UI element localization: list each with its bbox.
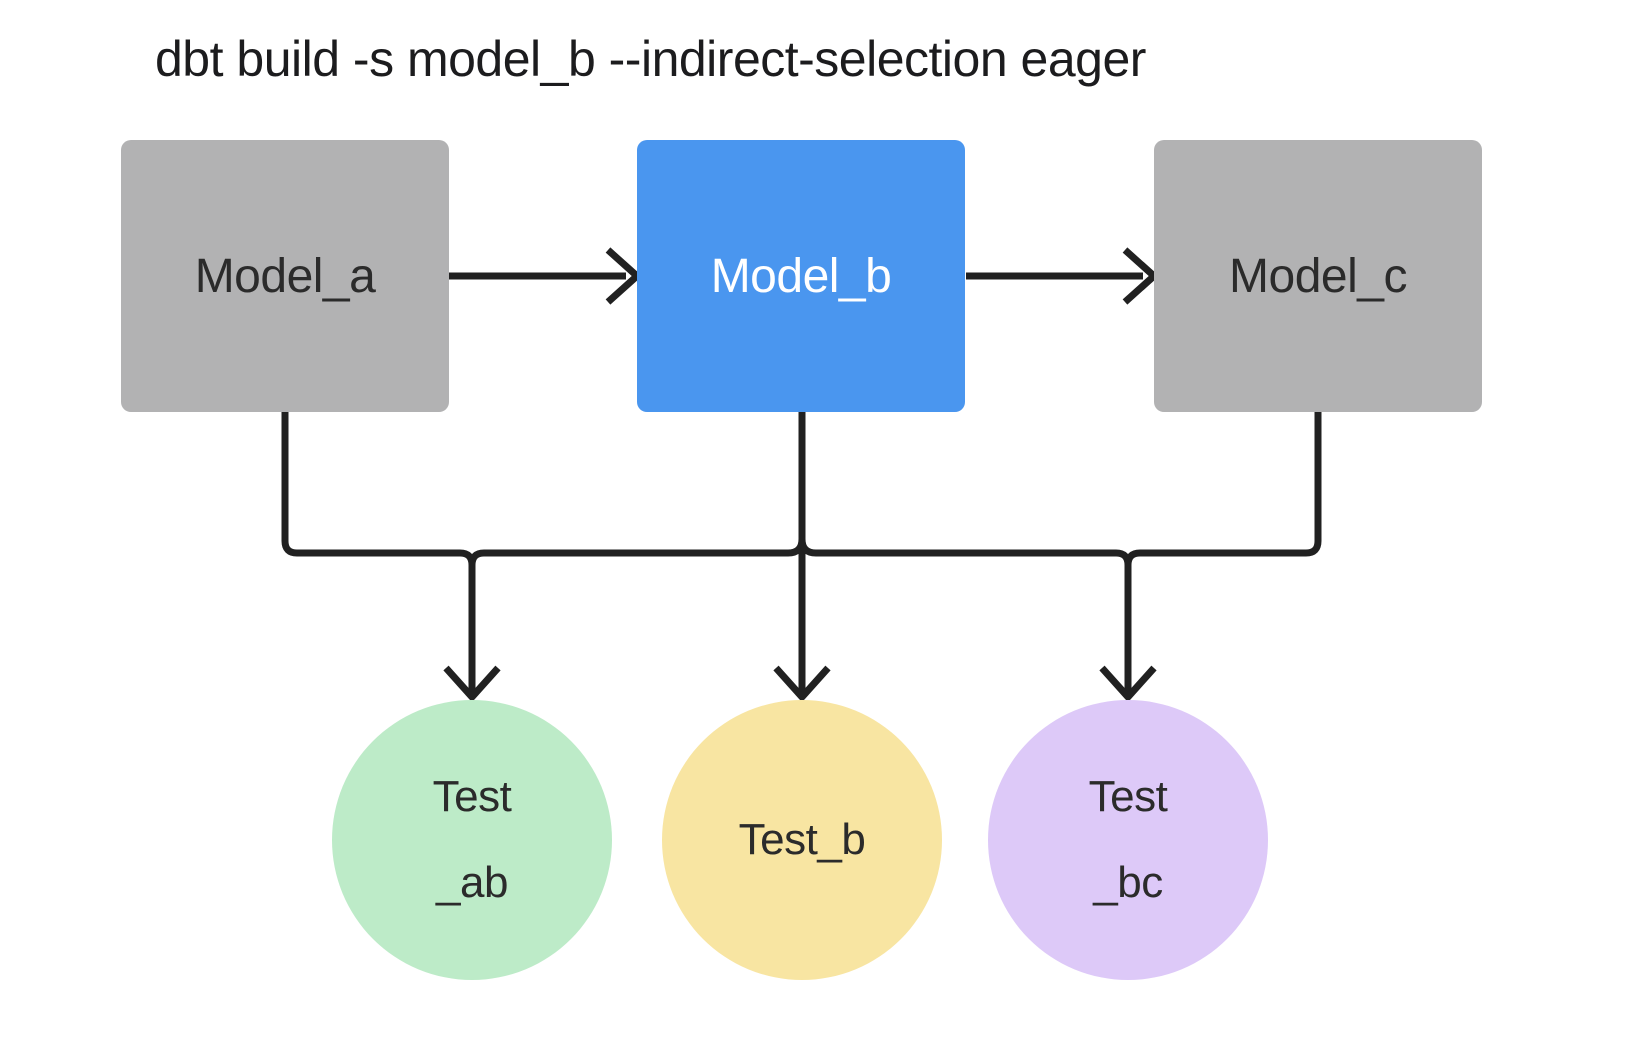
node-test-bc: Test _bc: [988, 700, 1268, 980]
arrowhead-model-b-icon: [605, 247, 641, 305]
node-test-ab-label-line1: Test: [432, 772, 512, 821]
node-model-b: Model_b: [637, 140, 965, 412]
diagram-title: dbt build -s model_b --indirect-selectio…: [155, 31, 1146, 87]
node-test-b-label: Test_b: [738, 815, 866, 864]
arrowhead-model-c-icon: [1122, 247, 1158, 305]
edge-model-a-to-test-ab: [281, 410, 476, 692]
node-model-a: Model_a: [121, 140, 449, 412]
arrowhead-test-b-icon: [773, 665, 831, 701]
edge-model-c-to-test-bc: [1124, 410, 1322, 692]
node-model-c: Model_c: [1154, 140, 1482, 412]
arrowhead-test-ab-icon: [443, 665, 501, 701]
node-test-ab: Test _ab: [332, 700, 612, 980]
node-model-b-label: Model_b: [710, 249, 892, 303]
edge-model-b-to-test-ab: [468, 538, 806, 692]
node-test-b: Test_b: [662, 700, 942, 980]
node-test-ab-label-line2: _ab: [436, 858, 508, 907]
node-model-a-label: Model_a: [194, 249, 376, 303]
edge-model-b-to-test-bc: [798, 538, 1132, 692]
node-test-bc-label-line2: _bc: [1093, 858, 1163, 907]
node-model-c-label: Model_c: [1229, 249, 1407, 303]
node-test-bc-label-line1: Test: [1088, 772, 1168, 821]
arrowhead-test-bc-icon: [1099, 665, 1157, 701]
